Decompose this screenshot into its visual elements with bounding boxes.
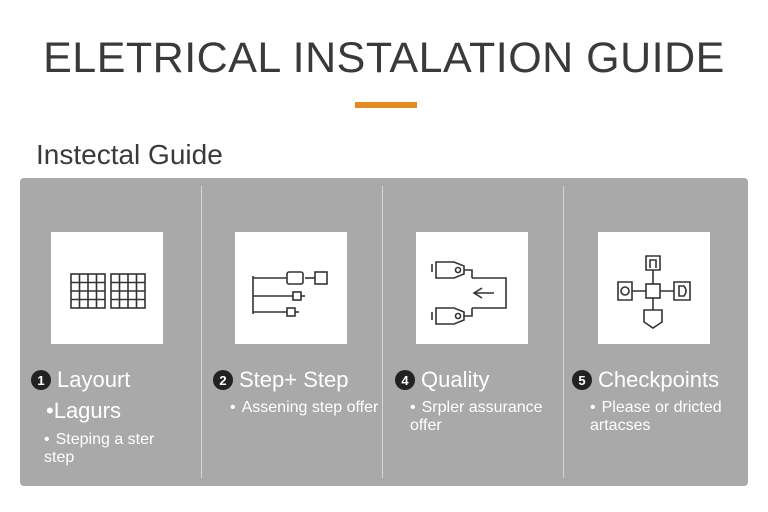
checkpoints-card bbox=[598, 232, 710, 344]
bullet-item: •Steping a ster step bbox=[44, 431, 155, 466]
page-title: ELETRICAL INSTALATION GUIDE bbox=[43, 34, 725, 82]
column-divider bbox=[563, 186, 564, 478]
bullet-item: •Srpler assurance offer bbox=[410, 399, 543, 434]
bullet-item: •Assening step offer bbox=[230, 399, 379, 416]
guide-panel: 1 Layourt •Lagurs •Steping a ster step bbox=[20, 178, 748, 486]
step-number-badge: 5 bbox=[572, 370, 592, 390]
column-heading-label: Step+ Step bbox=[239, 367, 349, 392]
column-heading-label: Quality bbox=[421, 367, 490, 392]
bullet-item: •Lagurs bbox=[46, 398, 121, 423]
quality-card bbox=[416, 232, 528, 344]
bullet-item: •Please or dricted artacses bbox=[590, 399, 722, 434]
grid-panels-icon bbox=[70, 273, 146, 309]
section-subtitle: Instectal Guide bbox=[36, 139, 223, 170]
column-heading-layout: 1 Layourt bbox=[31, 367, 130, 393]
layout-card bbox=[51, 232, 163, 344]
wiring-card bbox=[235, 232, 347, 344]
plug-connectors-icon bbox=[431, 261, 507, 325]
column-heading-quality: 4 Quality bbox=[395, 367, 489, 393]
column-heading-label: Layourt bbox=[57, 367, 131, 392]
step-number-badge: 2 bbox=[213, 370, 233, 390]
column-heading-label: Checkpoints bbox=[598, 367, 720, 392]
column-divider bbox=[382, 186, 383, 478]
step-number-badge: 4 bbox=[395, 370, 415, 390]
accent-bar bbox=[355, 102, 417, 108]
column-divider bbox=[201, 186, 202, 478]
step-number-badge: 1 bbox=[31, 370, 51, 390]
column-heading-step: 2 Step+ Step bbox=[213, 367, 348, 393]
wiring-connectors-icon bbox=[252, 271, 328, 317]
junction-cross-icon bbox=[617, 255, 691, 329]
column-heading-checkpoints: 5 Checkpoints bbox=[572, 367, 719, 393]
